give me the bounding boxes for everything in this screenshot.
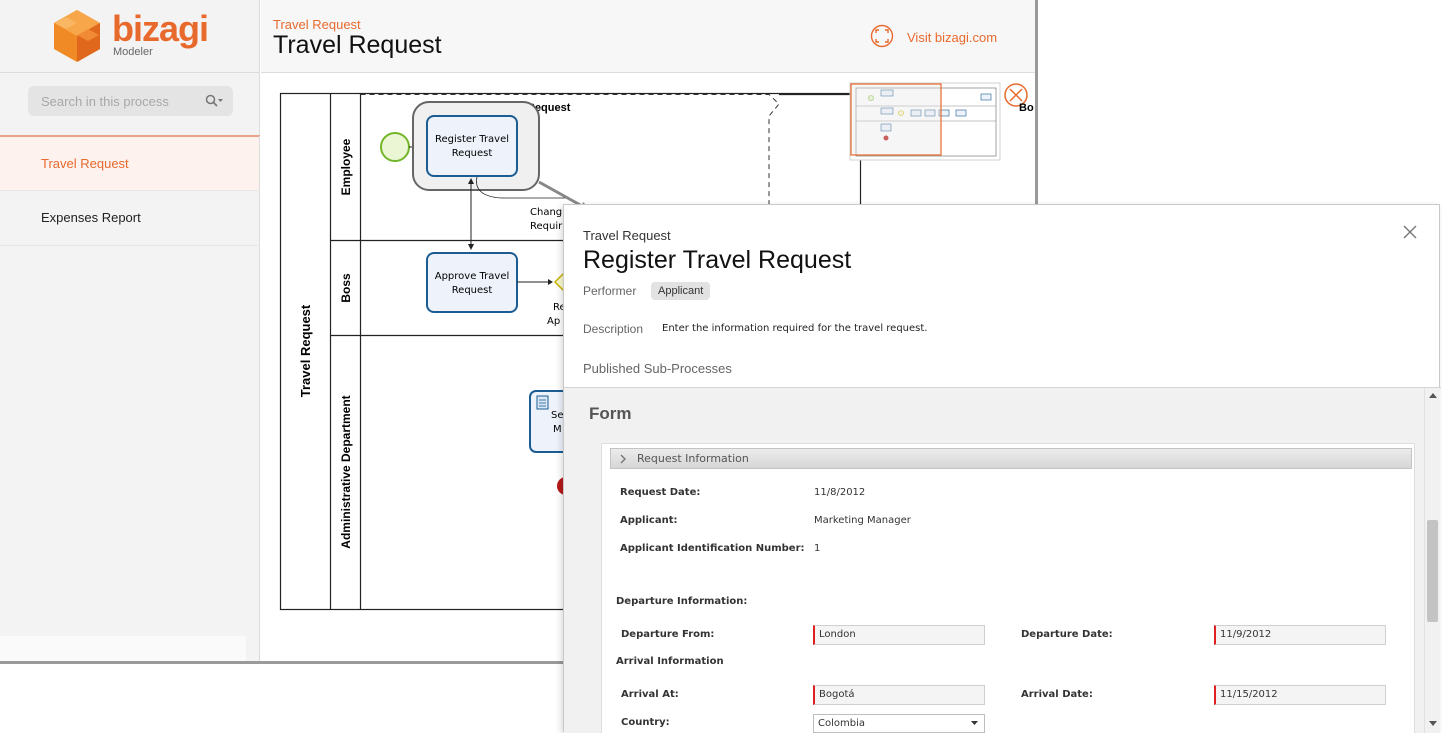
request-date-label: Request Date: [620,487,701,498]
group-title: Request Information [637,452,749,465]
performer-label: Performer [583,284,637,298]
sidebar-divider [0,190,260,191]
request-date-value: 11/8/2012 [814,487,866,498]
lane-label-employee: Employee [339,138,353,195]
chevron-right-icon[interactable] [619,454,627,464]
applicant-id-label: Applicant Identification Number: [620,543,805,554]
search-box[interactable] [28,86,233,116]
arrival-date-field[interactable]: 11/15/2012 [1214,685,1386,705]
applicant-label: Applicant: [620,515,678,526]
sidebar-footer [0,636,246,661]
form-heading: Form [589,404,632,423]
breadcrumb[interactable]: Travel Request [273,17,361,32]
departure-date-field[interactable]: 11/9/2012 [1214,625,1386,645]
applicant-id-value: 1 [814,543,821,554]
country-select[interactable]: Colombia [813,714,985,733]
lane-label-boss: Boss [339,273,353,303]
logo-text: bizagi [112,8,209,49]
arrival-at-field[interactable]: Bogotá [813,685,985,705]
description-text: Enter the information required for the t… [662,323,928,334]
performer-badge: Applicant [651,282,711,300]
close-icon[interactable] [1403,225,1417,239]
pool-label: Travel Request [298,304,313,397]
sidebar-divider [0,245,260,246]
task-label: Approve Travel [435,271,510,282]
departure-section-label: Departure Information: [616,596,748,607]
gateway-label: Ap [547,316,560,327]
start-event[interactable] [380,132,410,162]
dropdown-arrow-icon[interactable] [971,721,978,726]
arrival-date-label: Arrival Date: [1021,689,1093,700]
expand-icon[interactable] [870,24,894,48]
departure-from-label: Departure From: [621,629,715,640]
search-icon[interactable] [205,94,223,108]
sidebar: Travel Request Expenses Report [0,73,260,661]
flow-label-change: Chang [530,207,562,218]
overview-viewport[interactable] [850,83,942,156]
task-register-travel-request[interactable] [426,115,518,177]
country-label: Country: [621,717,670,728]
departure-date-label: Departure Date: [1021,629,1113,640]
scroll-down-icon[interactable] [1429,721,1437,726]
bizagi-logo-icon [54,10,100,62]
detail-breadcrumb: Travel Request [583,228,671,243]
form-scrollbar[interactable] [1424,388,1440,733]
diagram-overview[interactable] [849,82,1001,161]
page-header: Travel Request Travel Request Visit biza… [261,0,1035,73]
applicant-value: Marketing Manager [814,515,911,526]
form-region: Form Request Information Request Date: 1… [564,388,1424,733]
description-label: Description [583,322,644,336]
divider [564,387,1441,388]
page-title: Travel Request [273,31,442,59]
search-input[interactable] [28,86,203,116]
flow-label-change: Requir [530,221,563,232]
overview-edge-label: Bo [1019,102,1034,114]
logo-area: bizagi Modeler [0,0,260,73]
script-task-icon [536,395,549,410]
subprocesses-label: Published Sub-Processes [583,361,732,376]
task-label: Request [452,148,493,159]
arrival-section-label: Arrival Information [616,656,724,667]
form-preview: Request Information Request Date: 11/8/2… [601,443,1415,733]
detail-title: Register Travel Request [583,246,852,274]
task-detail-panel: Travel Request Register Travel Request P… [563,204,1441,733]
sidebar-item-travel-request[interactable]: Travel Request [0,136,259,190]
scroll-thumb[interactable] [1427,520,1438,622]
sidebar-divider [0,135,260,136]
task-label: Register Travel [435,134,509,145]
country-select-value: Colombia [818,718,865,729]
departure-from-field[interactable]: London [813,625,985,645]
sidebar-item-expenses-report[interactable]: Expenses Report [41,210,141,225]
group-header[interactable]: Request Information [610,448,1412,469]
task-label: M [553,424,562,435]
task-label: Request [452,285,493,296]
logo-subtext: Modeler [113,46,153,58]
arrival-at-label: Arrival At: [621,689,679,700]
gateway-label: Re [553,302,566,313]
visit-bizagi-link[interactable]: Visit bizagi.com [907,30,998,45]
lane-label-admin: Administrative Department [339,395,353,548]
task-approve-travel-request[interactable] [426,252,518,313]
scroll-up-icon[interactable] [1429,393,1437,398]
